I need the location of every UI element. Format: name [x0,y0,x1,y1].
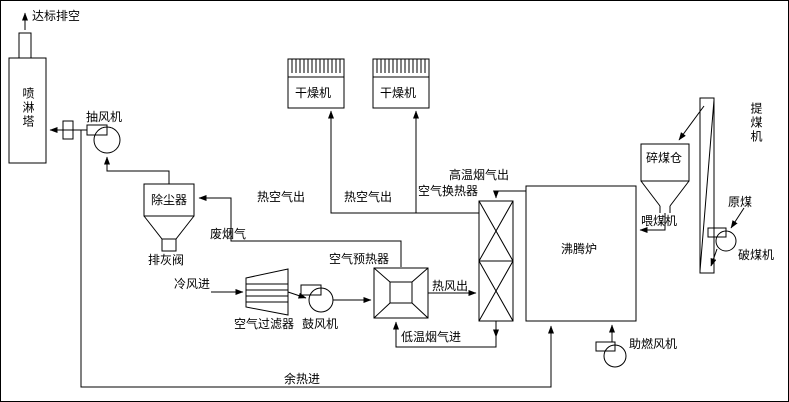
coal-feeder-label: 喂煤机 [641,214,678,228]
dryer-1-shape [287,58,345,109]
blower-volute [300,284,322,296]
coal-bunker-body [640,143,690,182]
coal-crusher-label: 破煤机 [738,248,775,262]
vent-label: 达标排空 [32,9,81,23]
combustion-fan-symbol [595,341,627,368]
coal-elevator-shape [699,97,715,274]
coal-bunker-funnel [640,180,690,213]
flue-return-line [393,321,497,348]
coal-crusher-casing [715,230,737,252]
dryer-2-shape [372,58,430,109]
waste-heat-line [80,130,554,388]
coal-bunker-label: 碎煤仓 [646,151,683,165]
coal-elevator-label: 提煤机 [749,102,763,144]
dryer-2-label: 干燥机 [380,86,417,100]
air-preheater-shape [373,267,429,319]
cold-air-in-label: 冷风进 [174,277,211,291]
hot-air-header-line [328,110,479,214]
dust-collector-shape [143,183,195,252]
air-filter-hatch [246,283,288,303]
combustion-fan-label: 助燃风机 [629,337,678,351]
air-preheater-corners [373,267,429,319]
ash-valve-shape [161,238,177,252]
exhaust-fan-label: 抽风机 [86,110,123,124]
spray-tower-label: 喷淋塔 [21,87,35,129]
blower-label: 鼓风机 [302,317,339,331]
hot-air-out-1-label: 热空气出 [257,190,306,204]
air-heat-exchanger-baffles [478,200,514,322]
air-filter-shape [245,268,289,316]
dryer-1-coil [291,59,341,73]
spray-tower-chimney [18,32,32,59]
dust-collector-cone [143,215,195,240]
ash-valve-label: 排灰阀 [148,253,185,267]
blower-symbol [300,284,334,313]
coal-elevator-belt [699,99,715,272]
air-filter-outline [245,268,289,316]
furnace-label: 沸腾炉 [561,242,598,256]
waste-flue-line [198,195,402,267]
coal-elevator-outline [699,97,715,274]
hot-air-out-2-label: 热空气出 [344,190,393,204]
hot-wind-out-label: 热风出 [432,279,469,293]
raw-coal-label: 原煤 [728,195,753,209]
dust-collector-label: 除尘器 [151,193,188,207]
furnace-feed-line [639,213,666,233]
waste-heat-in-label: 余热进 [284,372,321,386]
dust-collector-body [143,183,195,217]
flue-inlet-line [493,190,526,199]
exhaust-fan-casing [93,126,121,154]
raw-coal-line [730,207,745,229]
furnace-shape [525,185,637,322]
filter-to-blower-line [287,291,307,299]
dryer-1-label: 干燥机 [295,86,332,100]
air-heat-exchanger-label: 空气换热器 [418,184,479,198]
coal-bunker-shape [640,143,690,213]
damper-valve-shape [62,120,74,140]
collector-to-fan-line [104,156,170,184]
bunker-chute-line [678,105,705,141]
exhaust-fan-symbol [86,124,121,154]
waste-flue-label: 废烟气 [210,227,247,241]
low-temp-flue-label: 低温烟气进 [401,330,462,344]
air-preheater-label: 空气预热器 [329,252,390,266]
coal-crusher-symbol [707,227,737,252]
crusher-to-elevator-line [710,248,718,267]
dryer-2-coil [376,59,426,73]
combustion-fan-casing [603,344,627,368]
air-heat-exchanger-shape [478,200,514,322]
air-preheater-inner [389,281,413,304]
high-temp-flue-label: 高温烟气出 [449,168,510,182]
air-filter-label: 空气过滤器 [234,317,295,331]
exhaust-fan-volute [86,124,108,136]
